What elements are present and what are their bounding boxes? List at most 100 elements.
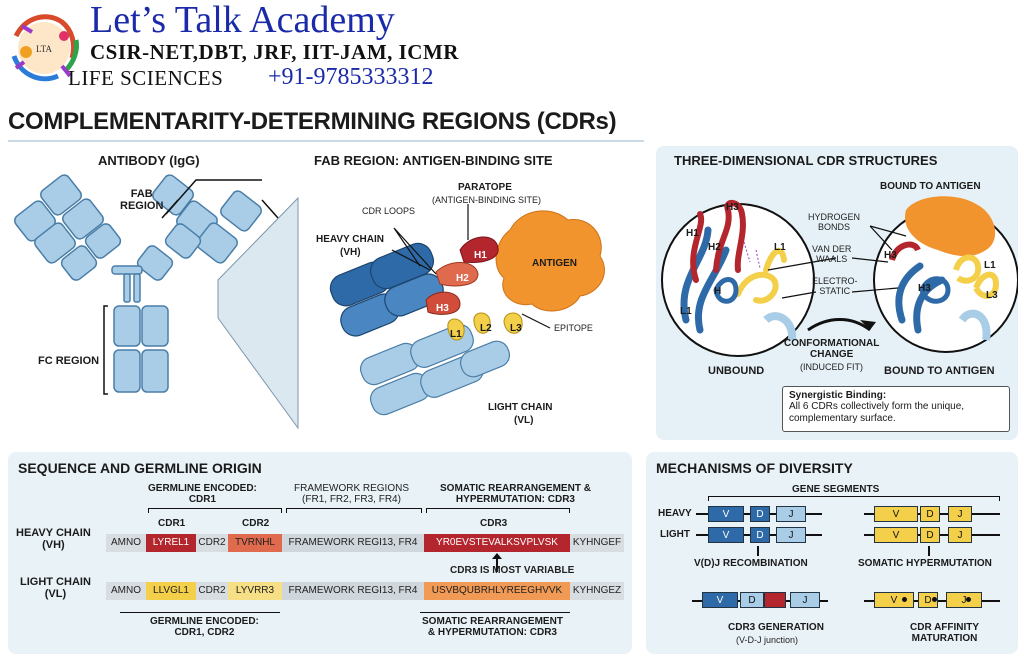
heavy-seg-tail: KYHNGEF <box>570 534 624 552</box>
synergy-title: Synergistic Binding: <box>789 390 887 401</box>
recombined-v: V <box>702 592 738 608</box>
fc-region-label: FC REGION <box>38 355 100 367</box>
hydrogen-bonds-label: HYDROGEN BONDS <box>808 212 861 232</box>
heavy-v-segment: V <box>708 506 744 522</box>
light-seg-cdr3: USVBQUBRHLYREEGHVVK <box>424 582 570 600</box>
heavy-seg-tvrnhl: TVRNHL <box>228 534 282 552</box>
somatic-arrow <box>928 546 930 556</box>
fab-illustration <box>329 204 605 416</box>
light-j-segment-2: J <box>948 527 972 543</box>
left-loop-h: H <box>714 286 722 297</box>
heavy-v-segment-2: V <box>874 506 918 522</box>
cdr3-generation-label: CDR3 GENERATION <box>728 622 824 633</box>
loop-h3-label: H3 <box>436 303 449 314</box>
somatic-bottom-label: SOMATIC REARRANGEMENT & HYPERMUTATION: C… <box>422 616 563 638</box>
heavy-seg-cdr3: YR0EVSTEVALKSVPLVSK <box>424 534 570 552</box>
left-loop-h3: H3 <box>726 202 739 213</box>
heavy-seg-framework: FRAMEWORK REGI13, FR4 <box>282 534 424 552</box>
sequence-panel <box>8 452 632 654</box>
loop-l1-label: L1 <box>450 329 462 340</box>
light-seg-cdr2: CDR2 <box>196 582 228 600</box>
somatic-bottom-arrow <box>420 612 570 613</box>
paratope-sub-label: (ANTIGEN-BINDING SITE) <box>432 195 542 205</box>
fab-region-label: FAB REGION <box>120 188 164 212</box>
cdr2-label: CDR2 <box>242 518 270 529</box>
cdr-loops-label: CDR LOOPS <box>362 206 416 216</box>
page-title: COMPLEMENTARITY-DETERMINING REGIONS (CDR… <box>8 108 617 135</box>
heavy-seg-cdr1: LYREL1 <box>146 534 196 552</box>
heavy-d-segment-2: D <box>920 506 940 522</box>
brand-phone: +91-9785333312 <box>268 64 434 90</box>
conformational-change-label: CONFORMATIONAL CHANGE <box>784 338 880 360</box>
light-chain-label: LIGHT CHAIN <box>488 402 553 413</box>
mutated-d: D <box>918 592 938 608</box>
cdr3-junction <box>764 592 786 608</box>
diversity-heading: MECHANISMS OF DIVERSITY <box>656 460 853 476</box>
cdr3-generation-sub: (V-D-J junction) <box>736 635 799 645</box>
most-variable-label: CDR3 IS MOST VARIABLE <box>450 565 575 576</box>
germline-bottom-arrow <box>120 612 280 613</box>
synergy-text: All 6 CDRs collectively form the unique,… <box>789 401 965 424</box>
light-v-segment-2: V <box>874 527 918 543</box>
heavy-j-segment: J <box>776 506 806 522</box>
somatic-top-label: SOMATIC REARRANGEMENT & HYPERMUTATION: C… <box>440 483 591 505</box>
brand-logo: LTA <box>2 6 86 90</box>
electrostatic-label: ELECTRO- STATIC <box>812 276 858 296</box>
antibody-heading: ANTIBODY (IgG) <box>98 153 200 168</box>
heavy-chain-label: HEAVY CHAIN <box>316 234 384 245</box>
light-seg-amno: AMNO <box>106 582 146 600</box>
heavy-seg-amno: AMNO <box>106 534 146 552</box>
loop-l2-label: L2 <box>480 323 492 334</box>
three-d-heading: THREE-DIMENSIONAL CDR STRUCTURES <box>674 153 938 168</box>
germline-bottom-label: GERMLINE ENCODED: CDR1, CDR2 <box>150 616 259 638</box>
mutated-v: V <box>874 592 914 608</box>
loop-h2-label: H2 <box>456 273 469 284</box>
induced-fit-label: (INDUCED FIT) <box>800 362 863 372</box>
somatic-hypermutation-label: SOMATIC HYPERMUTATION <box>858 558 992 569</box>
recombined-j: J <box>790 592 820 608</box>
light-seg-framework: FRAMEWORK REGI13, FR4 <box>282 582 424 600</box>
svg-text:LTA: LTA <box>36 44 52 54</box>
light-v-segment: V <box>708 527 744 543</box>
loop-h1-label: H1 <box>474 250 487 261</box>
light-chain-row-label: LIGHT CHAIN (VL) <box>20 576 91 600</box>
recombined-d: D <box>740 592 764 608</box>
cdr3-variability-arrow <box>496 556 498 572</box>
brand-subject: LIFE SCIENCES <box>68 66 224 90</box>
mutation-dot-2 <box>932 597 937 602</box>
light-d-segment: D <box>750 527 770 543</box>
cdr1-label: CDR1 <box>158 518 186 529</box>
sequence-heading: SEQUENCE AND GERMLINE ORIGIN <box>18 460 262 476</box>
mutation-dot-3 <box>966 597 971 602</box>
light-chain-sub-label: (VL) <box>514 415 534 426</box>
framework-top-label: FRAMEWORK REGIONS (FR1, FR2, FR3, FR4) <box>294 483 410 505</box>
heavy-row-label: HEAVY <box>658 508 692 519</box>
gene-segments-label: GENE SEGMENTS <box>792 484 880 495</box>
cdr3-arrow-head <box>492 553 502 559</box>
paratope-label: PARATOPE <box>458 182 512 193</box>
antigen-label: ANTIGEN <box>532 258 577 269</box>
affinity-maturation-label: CDR AFFINITY MATURATION <box>910 622 980 644</box>
fab-heading: FAB REGION: ANTIGEN-BINDING SITE <box>314 153 553 168</box>
mutation-dot-1 <box>902 597 907 602</box>
left-loop-h1: H1 <box>686 228 699 239</box>
right-loop-h3a: H3 <box>884 250 897 261</box>
epitope-label: EPITOPE <box>554 323 593 333</box>
van-der-waals-label: VAN DER WAALS <box>812 244 852 264</box>
right-loop-h3b: H3 <box>918 283 931 294</box>
heavy-d-segment: D <box>750 506 770 522</box>
vdj-recombination-label: V(D)J RECOMBINATION <box>694 558 808 569</box>
bracket-top-somatic <box>426 508 570 513</box>
vdj-arrow <box>757 546 759 556</box>
bound-top-label: BOUND TO ANTIGEN <box>880 181 981 192</box>
light-seg-tail: KYHNGEZ <box>570 582 624 600</box>
right-loop-l1: L1 <box>984 260 996 271</box>
left-loop-l1b: L1 <box>680 306 692 317</box>
diversity-panel <box>646 452 1018 654</box>
left-loop-l1: L1 <box>774 242 786 253</box>
three-d-illustration <box>661 196 1018 357</box>
light-d-segment-2: D <box>920 527 940 543</box>
heavy-chain-sub-label: (VH) <box>340 247 361 258</box>
title-underline <box>8 140 644 142</box>
bracket-top-germline <box>148 508 282 513</box>
